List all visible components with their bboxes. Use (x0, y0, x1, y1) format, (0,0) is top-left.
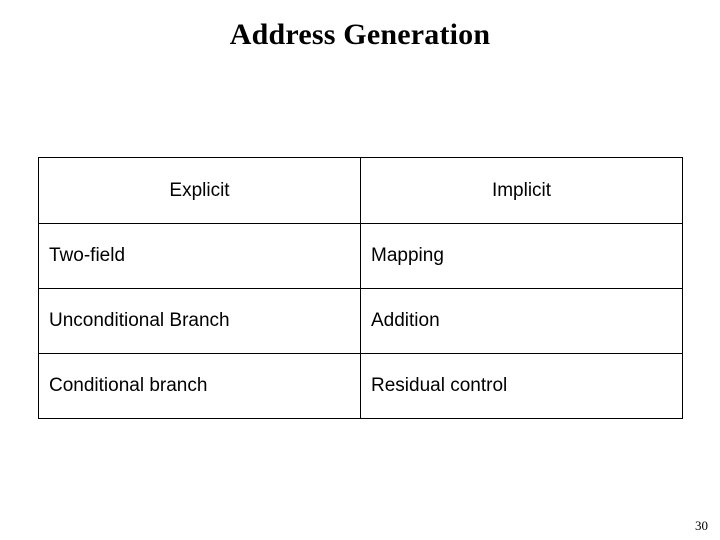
table-cell-text: Mapping (371, 245, 444, 266)
table-cell-implicit: Residual control (360, 353, 683, 419)
table-header-cell-implicit: Implicit (360, 157, 683, 224)
address-generation-table: Explicit Implicit Two-field Mapping (38, 157, 683, 419)
page-number: 30 (695, 518, 708, 533)
table-header-row: Explicit Implicit (38, 157, 683, 224)
table-cell-explicit: Conditional branch (38, 353, 361, 419)
table-cell-implicit: Addition (360, 288, 683, 354)
table-cell-explicit: Two-field (38, 223, 361, 289)
table-cell-implicit: Mapping (360, 223, 683, 289)
table-cell-text: Residual control (371, 375, 508, 396)
table-cell-text: Addition (371, 310, 440, 331)
page-title: Address Generation (229, 18, 491, 51)
table-row: Unconditional Branch Addition (38, 288, 683, 354)
table-cell-explicit: Unconditional Branch (38, 288, 361, 354)
table-header-label: Explicit (169, 179, 230, 201)
table-row: Two-field Mapping (38, 223, 683, 289)
table-cell-text: Two-field (49, 245, 126, 266)
table-header-label: Implicit (491, 179, 552, 201)
table-cell-text: Conditional branch (49, 375, 208, 396)
table-header-cell-explicit: Explicit (38, 157, 361, 224)
table-container: Explicit Implicit Two-field Mapping (38, 157, 683, 419)
table-cell-text: Unconditional Branch (49, 310, 230, 331)
table-row: Conditional branch Residual control (38, 353, 683, 419)
